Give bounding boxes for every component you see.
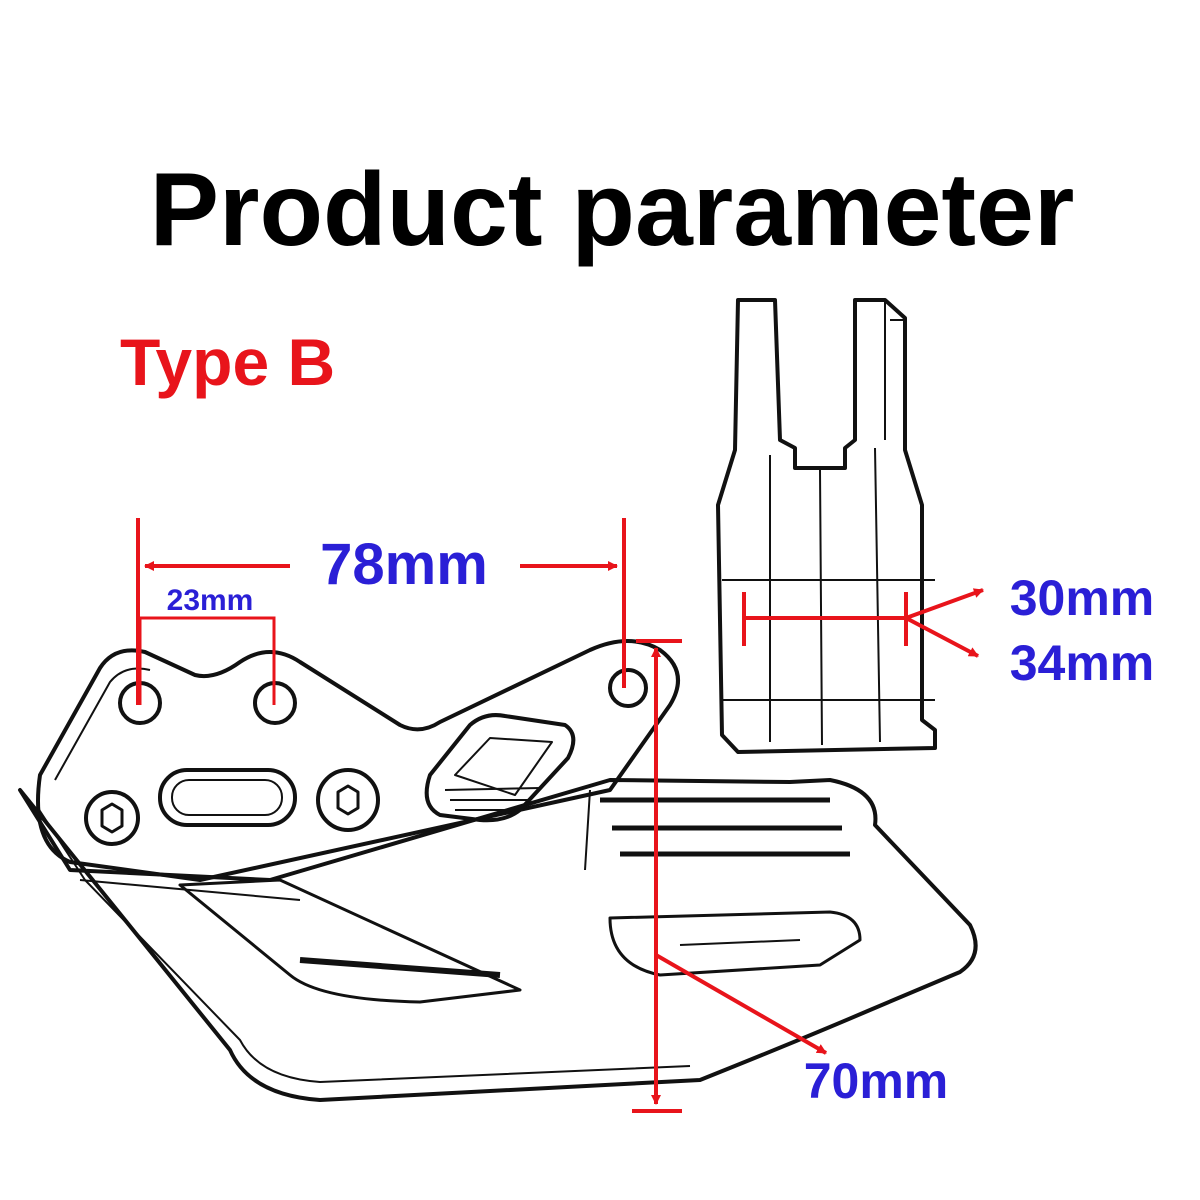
mounting-plate-outline bbox=[36, 639, 680, 882]
bolt-center bbox=[316, 768, 380, 832]
dim-label-78mm: 78mm bbox=[320, 532, 488, 597]
chain-guide-side-view bbox=[18, 639, 978, 1102]
chain-guide-end-view bbox=[716, 298, 937, 754]
type-label: Type B bbox=[120, 325, 335, 399]
dim-label-70mm: 70mm bbox=[804, 1053, 949, 1109]
mount-hole-3 bbox=[608, 668, 648, 708]
dim-70-leader bbox=[655, 953, 827, 1055]
guide-window-left bbox=[178, 878, 522, 1004]
dimension-lines bbox=[136, 518, 984, 1113]
dim-34-leader bbox=[905, 616, 979, 658]
adjust-slot bbox=[158, 768, 297, 827]
plate-pocket bbox=[424, 713, 576, 823]
dim-label-34mm: 34mm bbox=[1010, 635, 1155, 691]
end-view-outline bbox=[716, 298, 937, 754]
dim-30-leader bbox=[905, 588, 984, 620]
page-title: Product parameter bbox=[150, 152, 1075, 268]
guide-body-outline bbox=[18, 778, 978, 1102]
dim-label-30mm: 30mm bbox=[1010, 570, 1155, 626]
bolt-left bbox=[84, 790, 140, 846]
dim-label-23mm: 23mm bbox=[167, 584, 254, 617]
dim-23-bracket bbox=[138, 616, 276, 705]
guide-window-right bbox=[608, 910, 862, 977]
